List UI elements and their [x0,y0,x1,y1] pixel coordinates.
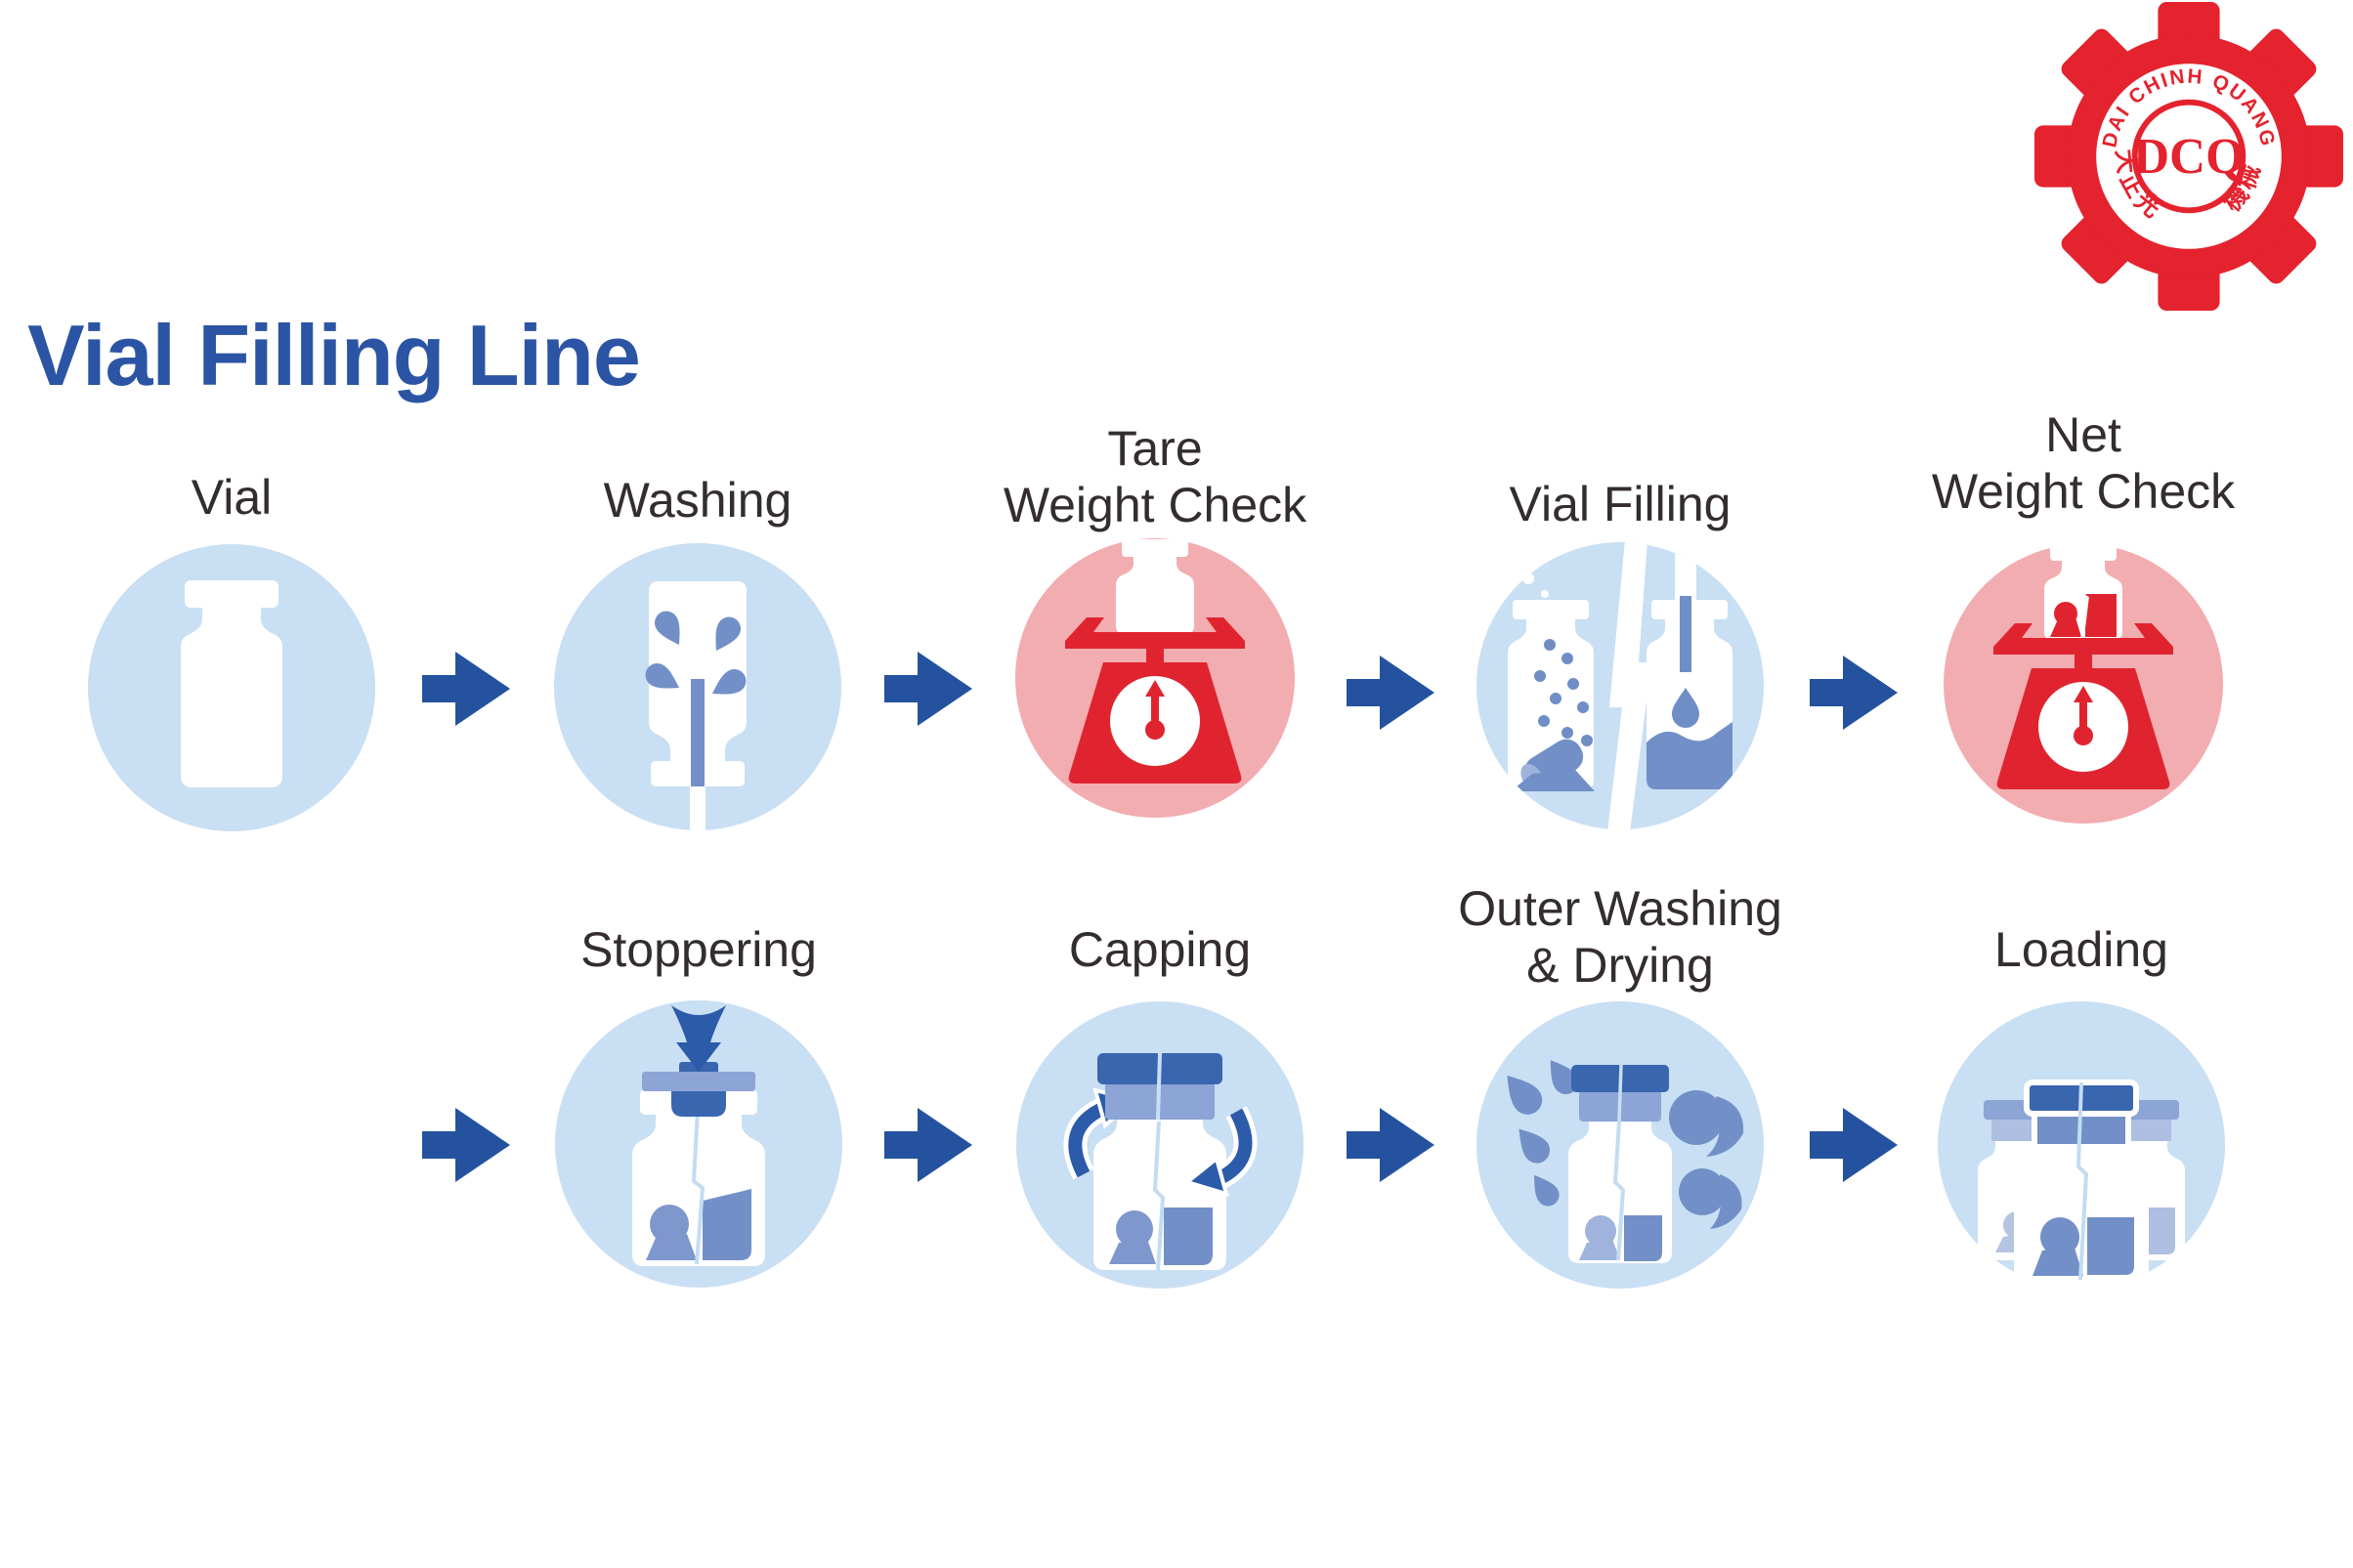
step-loading [1935,998,2228,1292]
step-label-vial: Vial [191,470,273,525]
vial-filling-icon [1476,542,1764,829]
front-vial [2014,1080,2149,1292]
flow-arrow-6 [884,1099,972,1191]
split-line [1152,1121,1166,1271]
split-line [691,1090,706,1265]
scale-needle [2074,686,2093,745]
step-outer-washing-drying [1474,998,1767,1292]
vial-icon [88,544,375,831]
step-label-stoppering: Stoppering [580,922,817,977]
spray-droplets [645,611,747,695]
cap-glyph [1097,1052,1222,1121]
gear-icon: DAI CHINH QUANG 大正光 機械 DCQ [2034,2,2343,311]
flow-arrow-5 [422,1099,510,1191]
water-droplets [1507,1060,1578,1207]
step-label-outer-washing-drying: Outer Washing& Drying [1458,881,1782,993]
cap-glyph [1571,1064,1669,1123]
flow-arrow-7 [1347,1099,1434,1191]
stoppering-icon [555,1000,842,1288]
wash-nozzle [691,679,705,786]
step-net-weight-check [1937,537,2230,830]
press-down-arrow-icon [671,1005,726,1072]
step-label-washing: Washing [603,473,792,528]
tare-scale-icon [1015,538,1295,818]
step-label-loading: Loading [1994,922,2168,977]
step-vial [85,541,378,834]
flow-arrow-4 [1810,647,1898,739]
scale-needle [1145,680,1165,740]
step-label-vial-filling: Vial Filling [1509,477,1732,531]
empty-vial-glyph [181,580,282,787]
washing-icon [554,543,841,830]
net-scale-icon [1944,543,2223,824]
step-washing [551,540,844,833]
vial-contents [646,1189,751,1260]
split-divider [1607,542,1651,829]
liquid-filling-vial [1647,542,1733,789]
logo-monogram: DCQ [2133,129,2245,185]
step-capping [1013,998,1306,1292]
logo-monogram-ring [2131,99,2246,214]
flow-arrow-2 [884,643,972,735]
step-vial-filling [1474,539,1767,832]
empty-vial-on-scale [1116,539,1194,633]
vial-contents [1109,1208,1213,1265]
step-label-capping: Capping [1068,922,1252,977]
outer-washing-icon [1476,1001,1764,1289]
dcq-logo: DAI CHINH QUANG 大正光 機械 DCQ [2034,2,2343,311]
flow-arrow-3 [1347,647,1434,739]
capping-icon [1016,1001,1304,1289]
split-line [1612,1121,1626,1261]
filled-vial-on-scale [2044,543,2122,640]
page-title: Vial Filling Line [27,307,641,403]
step-stoppering [552,997,845,1291]
rotate-arrows-icon [1063,1087,1258,1197]
flow-arrow-1 [422,643,510,735]
flow-arrow-8 [1810,1099,1898,1191]
step-tare-weight-check [1008,531,1302,825]
powder-filling-vial [1508,572,1595,791]
loading-icon [1938,1001,2225,1292]
air-swooshes [1669,1090,1744,1229]
vial-contents [1579,1215,1662,1261]
